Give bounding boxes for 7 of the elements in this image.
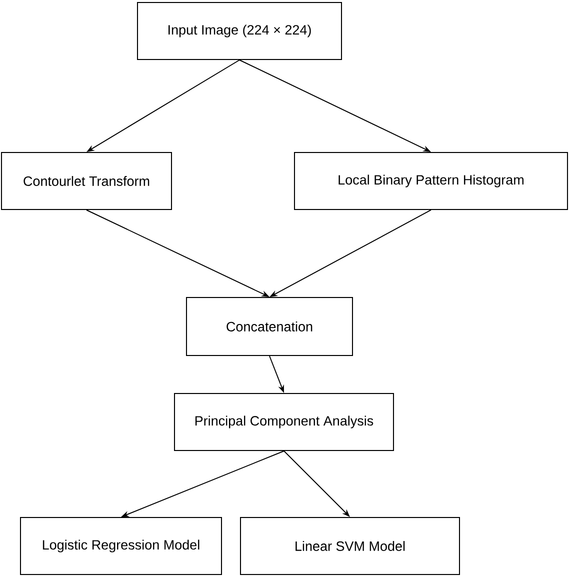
process-box: Input Image (224 × 224)	[137, 2, 342, 60]
process-box: Concatenation	[186, 297, 353, 356]
process-box: Contourlet Transform	[1, 152, 172, 210]
process-box: Principal Component Analysis	[174, 393, 394, 451]
process-box: Logistic Regression Model	[20, 517, 222, 575]
process-box: Local Binary Pattern Histogram	[294, 152, 568, 210]
process-box: Linear SVM Model	[240, 517, 460, 575]
